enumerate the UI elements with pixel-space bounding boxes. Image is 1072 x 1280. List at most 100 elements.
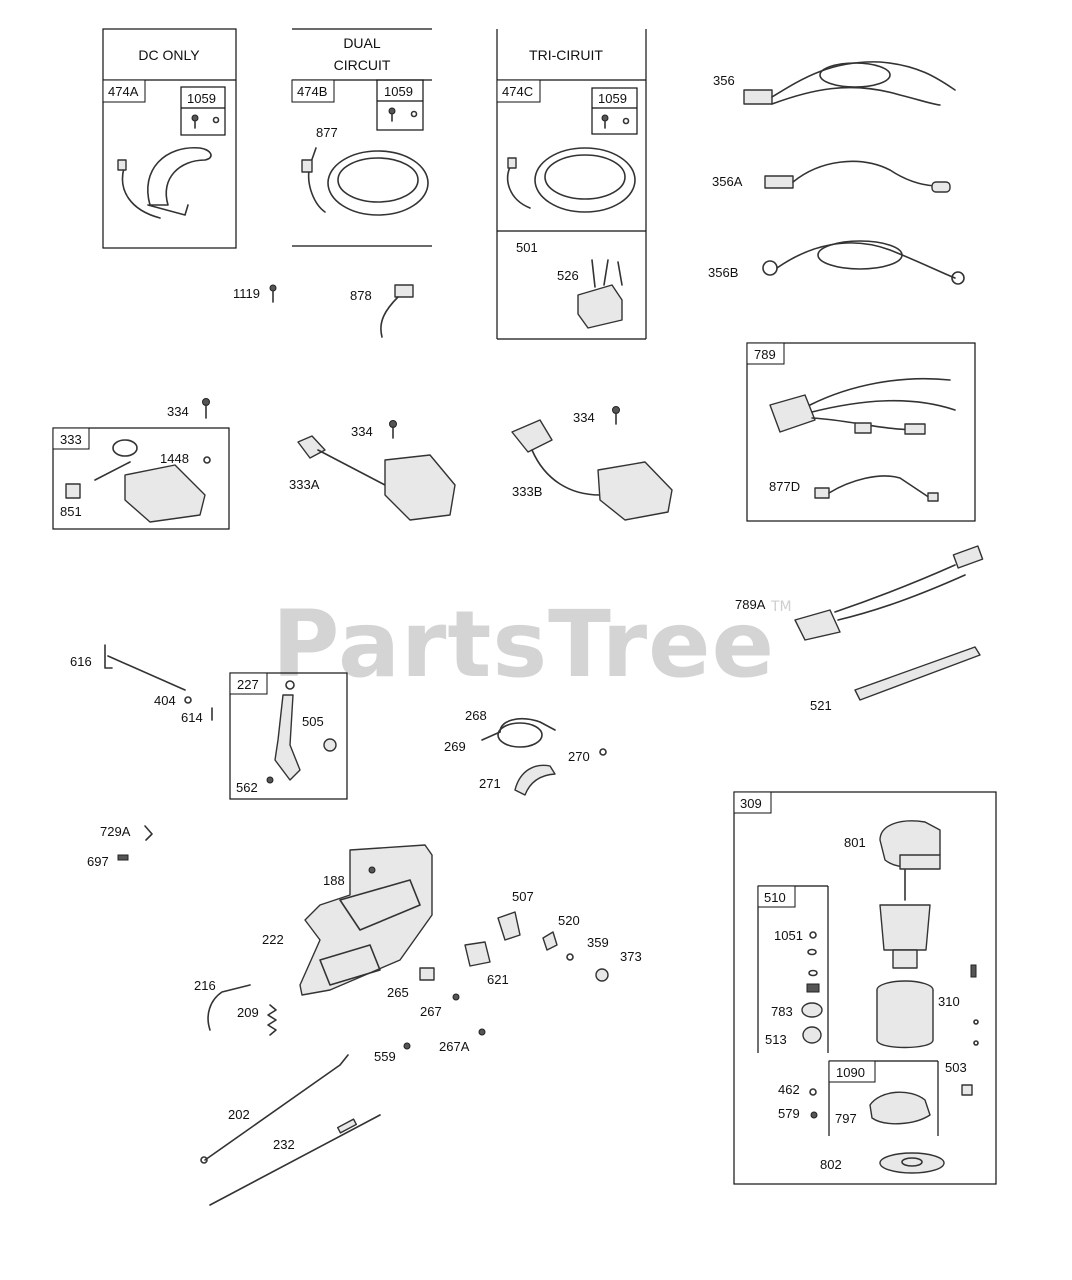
part-878[interactable]: 878 [350,288,372,303]
part-877d[interactable]: 877D [769,479,800,494]
part-851[interactable]: 851 [60,504,82,519]
part-562[interactable]: 562 [236,780,258,795]
part-513[interactable]: 513 [765,1032,787,1047]
part-729a[interactable]: 729A [100,824,131,839]
part-267[interactable]: 267 [420,1004,442,1019]
end-cap-801-icon[interactable] [879,820,941,870]
part-559[interactable]: 559 [374,1049,396,1064]
part-334-a[interactable]: 334 [167,404,189,419]
part-789a[interactable]: 789A [735,597,766,612]
wire-356b-icon[interactable] [762,240,965,285]
part-270[interactable]: 270 [568,749,590,764]
part-359[interactable]: 359 [587,935,609,950]
part-333b[interactable]: 333B [512,484,542,499]
part-356b[interactable]: 356B [708,265,738,280]
part-265[interactable]: 265 [387,985,409,1000]
armature-icon[interactable] [879,869,931,969]
tag-510[interactable]: 510 [764,890,786,905]
part-526[interactable]: 526 [557,268,579,283]
tag-333[interactable]: 333 [60,432,82,447]
cable-232-icon[interactable] [209,1114,381,1206]
part-310[interactable]: 310 [938,994,960,1009]
part-520[interactable]: 520 [558,913,580,928]
group-tri-circuit: TRI-CIRUIT 474C 1059 501 526 [496,29,647,340]
part-356a[interactable]: 356A [712,174,743,189]
part-697[interactable]: 697 [87,854,109,869]
control-bracket-icon[interactable] [299,844,433,996]
part-501[interactable]: 501 [516,240,538,255]
cable-268-icon[interactable] [481,718,607,796]
link-rod-202-icon[interactable] [200,1054,349,1164]
part-202[interactable]: 202 [228,1107,250,1122]
tag-474b[interactable]: 474B [297,84,327,99]
spring-209-icon[interactable] [267,1004,277,1036]
alternator-stator-tri-icon[interactable] [506,147,636,213]
part-797[interactable]: 797 [835,1111,857,1126]
tube-521-icon[interactable] [854,646,981,701]
tag-1090[interactable]: 1090 [836,1065,865,1080]
part-616[interactable]: 616 [70,654,92,669]
ignition-coil-333b-icon[interactable] [511,419,673,521]
end-plate-802-icon[interactable] [879,1152,945,1174]
part-269[interactable]: 269 [444,739,466,754]
part-503[interactable]: 503 [945,1060,967,1075]
wiring-harness-789-icon[interactable] [769,377,956,435]
part-333a[interactable]: 333A [289,477,320,492]
tag-789[interactable]: 789 [754,347,776,362]
part-334-b[interactable]: 334 [351,424,373,439]
tag-1059-a[interactable]: 1059 [187,91,216,106]
part-877[interactable]: 877 [316,125,338,140]
dc-only-header: DC ONLY [138,47,200,63]
part-268[interactable]: 268 [465,708,487,723]
tri-circuit-header: TRI-CIRUIT [529,47,603,63]
rod-616-icon[interactable] [104,644,186,691]
part-505[interactable]: 505 [302,714,324,729]
brush-holder-icon[interactable] [869,1091,931,1125]
bracket-507-icon[interactable] [497,911,521,941]
alternator-stator-dc-icon[interactable] [117,147,212,219]
part-621[interactable]: 621 [487,972,509,987]
part-209[interactable]: 209 [237,1005,259,1020]
part-222[interactable]: 222 [262,932,284,947]
tag-227[interactable]: 227 [237,677,259,692]
governor-lever-icon[interactable] [266,680,337,784]
part-373[interactable]: 373 [620,949,642,964]
part-334-c[interactable]: 334 [573,410,595,425]
drive-parts-icon[interactable] [801,931,823,1044]
part-1448[interactable]: 1448 [160,451,189,466]
part-507[interactable]: 507 [512,889,534,904]
tag-474c[interactable]: 474C [502,84,533,99]
regulator-icon[interactable] [577,259,623,329]
part-271[interactable]: 271 [479,776,501,791]
tag-309[interactable]: 309 [740,796,762,811]
wire-harness-356-icon[interactable] [743,61,956,106]
ignition-coil-333a-icon[interactable] [297,435,456,521]
tag-1059-b[interactable]: 1059 [384,84,413,99]
part-267a[interactable]: 267A [439,1039,470,1054]
part-188[interactable]: 188 [323,873,345,888]
part-802[interactable]: 802 [820,1157,842,1172]
tag-474a[interactable]: 474A [108,84,139,99]
wiring-harness-789a-icon[interactable] [794,545,984,641]
lead-877d-icon[interactable] [814,475,939,502]
tag-1059-c[interactable]: 1059 [598,91,627,106]
lever-621-icon[interactable] [464,941,491,967]
part-232[interactable]: 232 [273,1137,295,1152]
part-579[interactable]: 579 [778,1106,800,1121]
part-462[interactable]: 462 [778,1082,800,1097]
alternator-stator-dual-icon[interactable] [301,147,429,216]
part-1119[interactable]: 1119 [233,286,260,301]
ignition-coil-333-icon[interactable] [65,439,211,523]
motor-housing-310-icon[interactable] [876,980,934,1049]
part-801[interactable]: 801 [844,835,866,850]
part-356[interactable]: 356 [713,73,735,88]
part-1051[interactable]: 1051 [774,928,803,943]
part-614[interactable]: 614 [181,710,203,725]
part-783[interactable]: 783 [771,1004,793,1019]
wire-356a-icon[interactable] [764,160,951,193]
part-216[interactable]: 216 [194,978,216,993]
part-404[interactable]: 404 [154,693,176,708]
link-216-icon[interactable] [207,984,251,1031]
part-521[interactable]: 521 [810,698,832,713]
connector-lead-icon[interactable] [380,284,414,338]
